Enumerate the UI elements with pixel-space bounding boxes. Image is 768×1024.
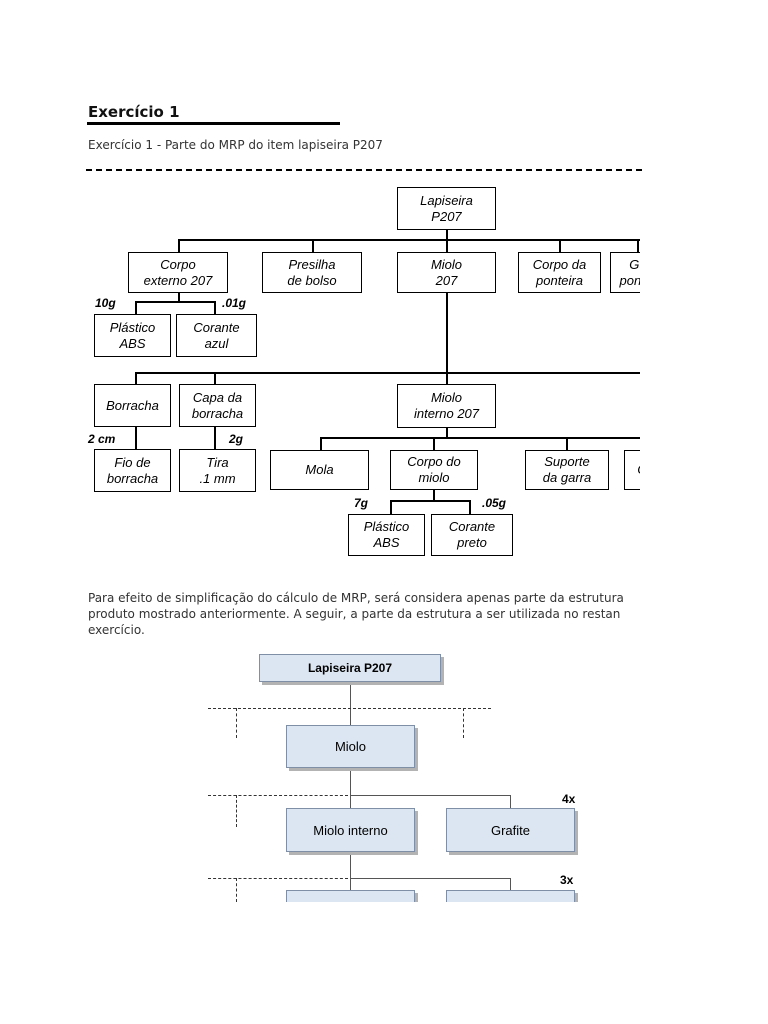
bom-box-fio-borracha: Fio de borracha (94, 449, 171, 492)
connector (446, 239, 448, 253)
qty-label: 2g (229, 432, 244, 446)
connector (559, 239, 561, 253)
connector (179, 239, 640, 241)
bom-box-corante-azul: Corante azul (176, 314, 257, 357)
level-guide (463, 708, 464, 738)
bom-box-guia-ponteira: Guia ponteira (610, 252, 640, 293)
bom-box-borracha: Borracha (94, 384, 171, 427)
bom-box-mola: Mola (270, 450, 369, 490)
struct-box-partial (286, 890, 415, 902)
level-guide (208, 708, 491, 709)
qty-label: 3x (560, 873, 574, 887)
connector (135, 372, 640, 374)
connector (446, 427, 448, 438)
bom-box-tira: Tira .1 mm (179, 449, 256, 492)
simple-structure-diagram: Lapiseira P207 Miolo 4x Miolo interno Gr… (0, 640, 768, 902)
connector (433, 437, 435, 451)
bom-box-root: Lapiseira P207 (397, 187, 496, 230)
connector (320, 437, 640, 439)
connector (390, 500, 392, 515)
qty-label: .01g (222, 296, 247, 310)
connector (350, 878, 511, 879)
connector (135, 372, 137, 384)
qty-label: .05g (482, 496, 507, 510)
bom-box-corpo-ponteira: Corpo da ponteira (518, 252, 601, 293)
connector (446, 372, 448, 384)
connector (320, 437, 322, 451)
struct-box-partial (446, 890, 575, 902)
explanation-paragraph: Para efeito de simplificação do cálculo … (88, 590, 688, 638)
bom-box-corpo-miolo: Corpo do miolo (390, 450, 478, 490)
connector (135, 301, 215, 303)
bom-diagram: Lapiseira P207 Corpo externo 207 Presilh… (88, 187, 640, 556)
qty-label: 2 cm (88, 432, 116, 446)
bom-box-presilha: Presilha de bolso (262, 252, 362, 293)
bom-box-plastico-abs-2: Plástico ABS (348, 514, 425, 556)
connector (446, 230, 448, 240)
connector (135, 301, 137, 315)
connector (214, 426, 216, 450)
bom-box-miolo: Miolo 207 (397, 252, 496, 293)
connector (446, 292, 448, 374)
connector (469, 500, 471, 515)
dashed-divider (86, 169, 642, 171)
paragraph-line: Para efeito de simplificação do cálculo … (88, 591, 624, 605)
qty-label: 4x (562, 792, 576, 806)
connector (214, 301, 216, 315)
qty-label: 7g (354, 496, 369, 510)
struct-box-miolo-interno: Miolo interno (286, 808, 415, 852)
struct-box-grafite: Grafite (446, 808, 575, 852)
struct-box-miolo: Miolo (286, 725, 415, 768)
connector (350, 768, 351, 808)
connector (350, 795, 511, 796)
bom-box-suporte-garra: Suporte da garra (525, 450, 609, 490)
bom-box-corpo-externo: Corpo externo 207 (128, 252, 228, 293)
connector (510, 795, 511, 808)
connector (178, 239, 180, 253)
connector (566, 437, 568, 451)
bom-box-miolo-interno: Miolo interno 207 (397, 384, 496, 428)
level-guide (208, 878, 348, 879)
level-guide (236, 708, 237, 738)
connector (135, 426, 137, 450)
page-title: Exercício 1 (88, 103, 180, 121)
page-subtitle: Exercício 1 - Parte do MRP do item lapis… (88, 138, 383, 152)
connector (350, 852, 351, 892)
level-guide (236, 795, 237, 827)
qty-label: 10g (95, 296, 116, 310)
connector (178, 292, 180, 302)
level-guide (208, 795, 348, 796)
paragraph-line: produto mostrado anteriormente. A seguir… (88, 607, 621, 621)
paragraph-line: exercício. (88, 623, 145, 637)
connector (350, 682, 351, 725)
bom-box-capa-borracha: Capa da borracha (179, 384, 256, 427)
connector (637, 239, 639, 253)
bom-box-plastico-abs: Plástico ABS (94, 314, 171, 357)
connector (510, 878, 511, 892)
struct-box-lapiseira: Lapiseira P207 (259, 654, 441, 682)
title-underline (87, 122, 340, 125)
connector (312, 239, 314, 253)
connector (433, 489, 435, 501)
connector (214, 372, 216, 384)
bom-box-corante-preto: Corante preto (431, 514, 513, 556)
bom-box-garra: Garra (624, 450, 640, 490)
level-guide (236, 878, 237, 902)
connector (390, 500, 470, 502)
